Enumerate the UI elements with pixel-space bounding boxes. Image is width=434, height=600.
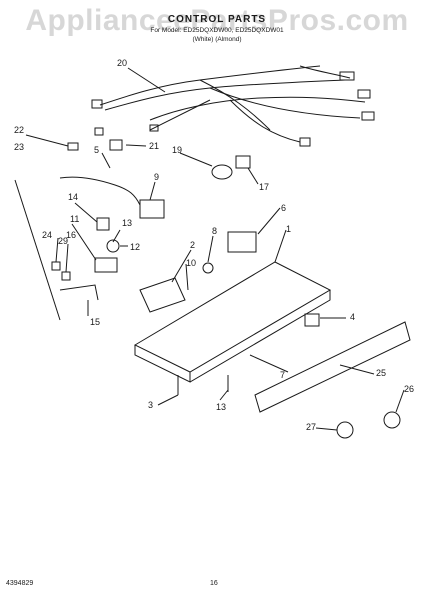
callout-6: 6 (281, 203, 286, 213)
callout-12: 12 (130, 242, 140, 252)
knob-8 (202, 262, 214, 274)
leader-lines (25, 67, 405, 431)
color-line: (White) (Almond) (192, 36, 242, 43)
callout-7: 7 (280, 370, 285, 380)
wire-harness (91, 65, 375, 147)
callout-14: 14 (68, 192, 78, 202)
callout-13: 13 (122, 218, 132, 228)
callout-27: 27 (306, 422, 316, 432)
callout-21: 21 (149, 141, 159, 151)
lamp-bulb-19 (211, 164, 233, 180)
diagram-title: CONTROL PARTS (167, 14, 267, 25)
switch-4 (304, 313, 320, 327)
callout-10: 10 (186, 258, 196, 268)
knob-27 (336, 421, 354, 439)
callout-24: 24 (42, 230, 52, 240)
callout-22: 22 (14, 125, 24, 135)
lamp-socket-17 (235, 155, 251, 169)
thermostat-6 (227, 231, 257, 253)
callout-4: 4 (350, 312, 355, 322)
callout-1: 1 (286, 224, 291, 234)
callout-13: 13 (216, 402, 226, 412)
callout-16: 16 (66, 230, 76, 240)
callout-20: 20 (117, 58, 127, 68)
watermark: ApplianceePartsPros.com (25, 4, 409, 37)
wire-5 (59, 176, 141, 206)
callout-11: 11 (70, 214, 79, 224)
knob-26 (383, 411, 401, 429)
part-24 (51, 261, 61, 271)
callout-9: 9 (154, 172, 159, 182)
callout-19: 19 (172, 145, 182, 155)
clip-21 (109, 139, 123, 151)
callout-23: 23 (14, 142, 24, 152)
callout-29: 29 (58, 236, 68, 246)
callout-5: 5 (94, 145, 99, 155)
callout-8: 8 (212, 226, 217, 236)
part-15 (59, 284, 99, 301)
page-number: 16 (210, 580, 218, 587)
part-29 (61, 271, 71, 281)
callout-3: 3 (148, 400, 153, 410)
bracket-14 (96, 217, 110, 231)
rod-23 (14, 179, 61, 321)
callout-15: 15 (90, 317, 100, 327)
control-16 (94, 257, 118, 273)
callout-2: 2 (190, 240, 195, 250)
document-number: 4394829 (6, 580, 34, 587)
callout-25: 25 (376, 368, 386, 378)
model-line: For Model: ED25DQXDW00, ED25DQXDW01 (150, 27, 284, 34)
module-9 (139, 199, 165, 219)
knob-12 (106, 239, 120, 253)
front-panel-25 (254, 321, 411, 413)
callout-26: 26 (404, 384, 414, 394)
bracket-2 (139, 277, 186, 313)
callout-17: 17 (259, 182, 269, 192)
connector-22 (67, 142, 79, 151)
